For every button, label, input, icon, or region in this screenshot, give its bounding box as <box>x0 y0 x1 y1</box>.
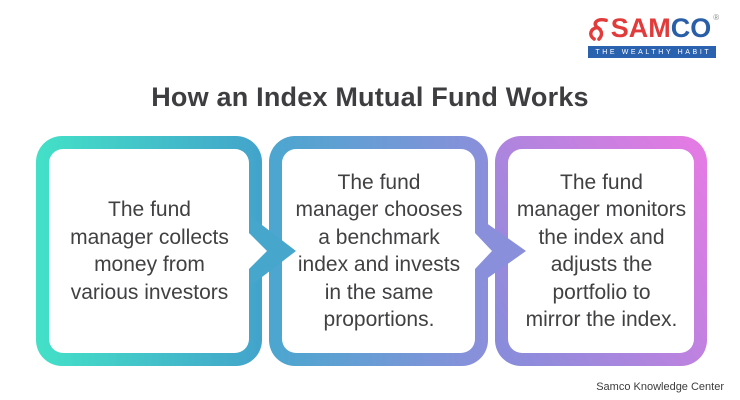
brand-wordmark: SAMCO <box>611 15 712 42</box>
step1-text: The fund manager collects money from var… <box>70 198 229 304</box>
arrow-1-icon <box>249 215 296 287</box>
samco-logo-icon <box>588 17 608 41</box>
footer-credit: Samco Knowledge Center <box>596 381 724 393</box>
brand-co: CO <box>670 13 712 43</box>
arrow-1-notch <box>249 233 267 269</box>
step3-text: The fund manager monitors the index and … <box>516 170 687 332</box>
arrow-2-notch <box>475 233 492 269</box>
samco-logo: SAMCO ® THE WEALTHY HABIT <box>585 13 720 58</box>
samco-logo-row: SAMCO ® <box>585 13 720 42</box>
step2-text: The fund manager chooses a benchmark ind… <box>295 170 463 332</box>
brand-sam: SAM <box>610 13 671 43</box>
arrow-2-icon <box>475 215 526 287</box>
registered-trademark-icon: ® <box>713 13 720 22</box>
page-title: How an Index Mutual Fund Works <box>151 82 589 112</box>
brand-tagline: THE WEALTHY HABIT <box>588 46 716 58</box>
